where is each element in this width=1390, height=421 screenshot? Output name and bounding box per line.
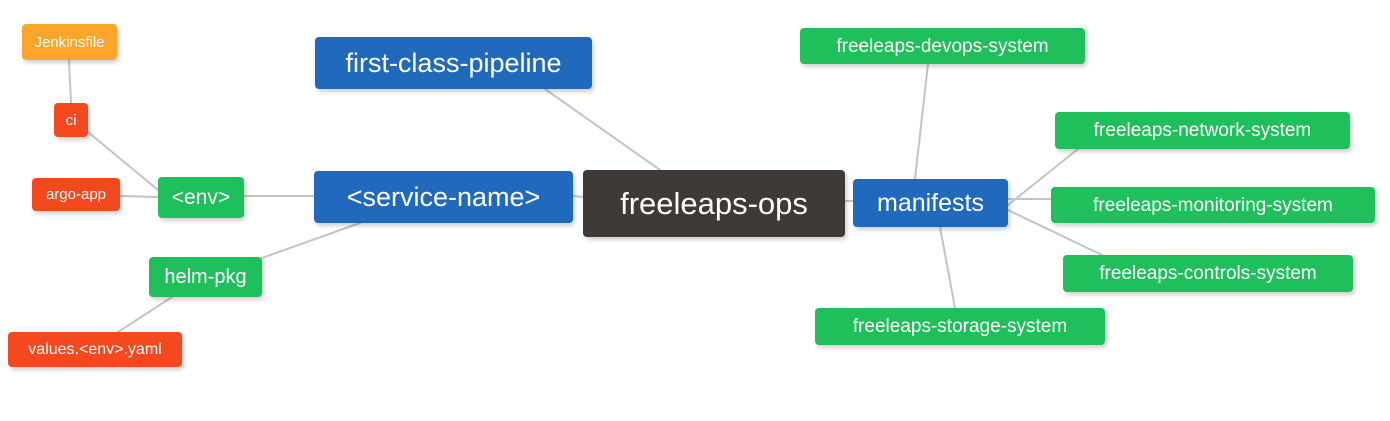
edge-argo-app-to-env	[119, 195, 159, 198]
edge-helm-pkg-to-service-name	[261, 222, 361, 259]
mindmap-node-manifests[interactable]: manifests	[853, 179, 1008, 227]
mindmap-node-values-yaml[interactable]: values.<env>.yaml	[8, 332, 182, 367]
mindmap-node-monitoring-system[interactable]: freeleaps-monitoring-system	[1051, 187, 1375, 223]
mindmap-node-argo-app[interactable]: argo-app	[32, 178, 120, 211]
mindmap-node-helm-pkg[interactable]: helm-pkg	[149, 257, 262, 297]
edge-jenkinsfile-to-ci	[68, 59, 72, 104]
mindmap-node-network-system[interactable]: freeleaps-network-system	[1055, 112, 1350, 149]
edge-manifests-to-devops-system	[914, 63, 929, 180]
mindmap-node-storage-system[interactable]: freeleaps-storage-system	[815, 308, 1105, 345]
edge-manifests-to-storage-system	[939, 226, 956, 309]
mindmap-node-controls-system[interactable]: freeleaps-controls-system	[1063, 255, 1353, 292]
mindmap-node-ci[interactable]: ci	[54, 103, 88, 137]
mindmap-node-first-class-pipeline[interactable]: first-class-pipeline	[315, 37, 592, 89]
mindmap-node-freeleaps-ops[interactable]: freeleaps-ops	[583, 170, 845, 237]
edge-first-class-pipeline-to-freeleaps-ops	[544, 88, 661, 171]
mindmap-node-jenkinsfile[interactable]: Jenkinsfile	[22, 24, 117, 60]
mindmap-node-devops-system[interactable]: freeleaps-devops-system	[800, 28, 1085, 64]
mindmap-node-service-name[interactable]: <service-name>	[314, 171, 573, 223]
edge-service-name-to-freeleaps-ops	[572, 195, 584, 198]
mindmap-node-env[interactable]: <env>	[158, 177, 244, 218]
edge-values-yaml-to-helm-pkg	[117, 296, 173, 333]
